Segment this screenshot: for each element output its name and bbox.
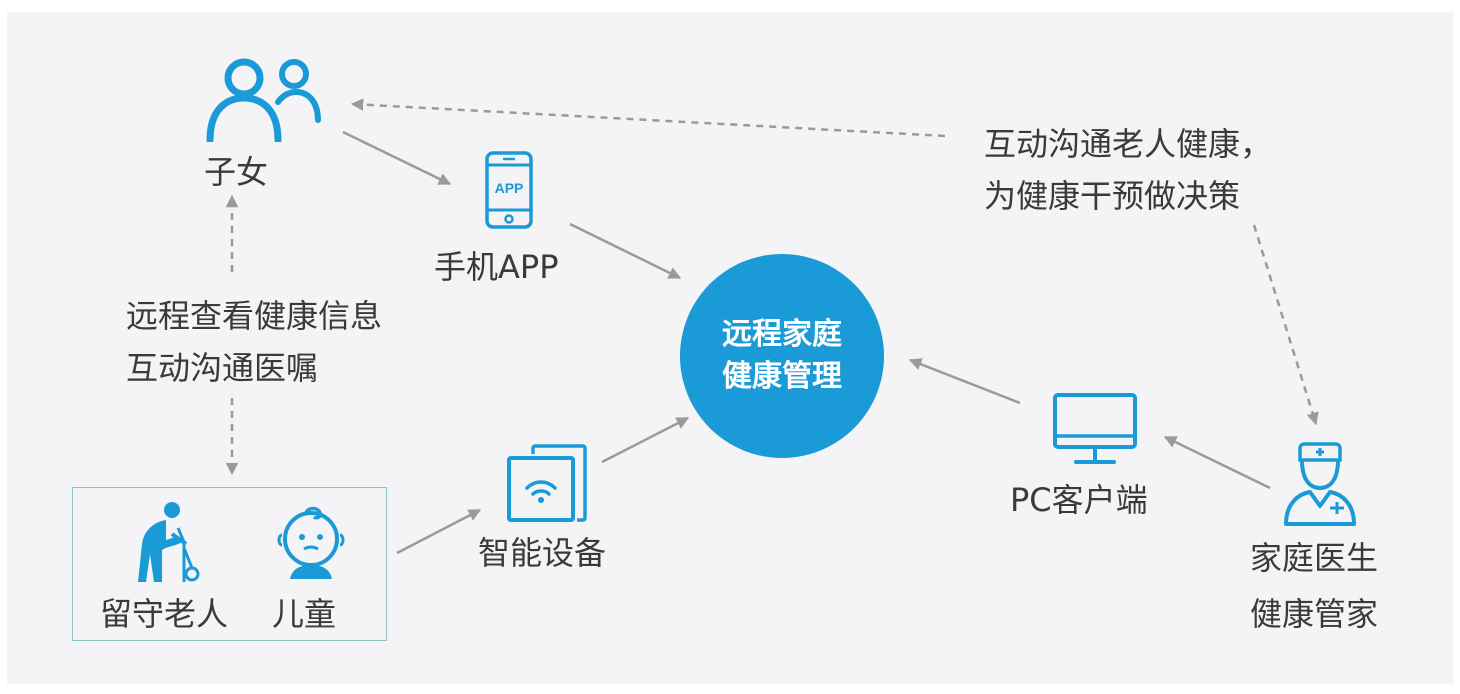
annotation-communicate-line-2: 为健康干预做决策 [984, 177, 1241, 215]
dashed-arrow-to-doctor [1252, 224, 1319, 426]
node-doctor-label-line-1: 家庭医生 [1250, 539, 1379, 577]
hub-text-line-2: 健康管理 [722, 359, 842, 394]
node-elderly-label: 留守老人 [100, 595, 229, 633]
annotation-remote-view-line-2: 互动沟通医嘱 [126, 349, 319, 387]
monitor-icon [1053, 393, 1137, 464]
child-face-icon [277, 506, 345, 579]
annotation-remote-view: 远程查看健康信息 互动沟通医嘱 [126, 290, 382, 394]
node-mobile-app-label: 手机APP [434, 248, 559, 286]
annotation-remote-view-line-1: 远程查看健康信息 [126, 297, 383, 335]
arrow-device-to-hub [601, 416, 690, 464]
arrow-children-to-app [342, 130, 452, 186]
doctor-icon [1284, 442, 1356, 526]
hub-text: 远程家庭 健康管理 [680, 314, 884, 398]
arrow-doctor-to-pc [1163, 435, 1271, 490]
node-doctor-label: 家庭医生 健康管家 [1250, 530, 1378, 642]
elderly-person-icon [138, 502, 200, 582]
smart-device-icon [507, 444, 587, 522]
node-doctor-label-line-2: 健康管家 [1250, 595, 1379, 633]
users-icon [206, 58, 321, 142]
annotation-communicate: 互动沟通老人健康， 为健康干预做决策 [984, 118, 1272, 222]
dashed-arrow-to-children [350, 98, 946, 138]
hub-text-line-1: 远程家庭 [722, 317, 842, 352]
node-children-label: 子女 [204, 153, 269, 191]
annotation-communicate-line-1: 互动沟通老人健康， [984, 125, 1273, 163]
node-pc-client-label: PC客户端 [1010, 481, 1148, 519]
arrow-app-to-hub [569, 222, 682, 280]
hub-circle: 远程家庭 健康管理 [680, 254, 884, 458]
app-badge-text: APP [495, 180, 524, 196]
arrow-pc-to-hub [908, 358, 1021, 405]
node-smart-device-label: 智能设备 [478, 534, 607, 572]
arrow-family-to-device [396, 508, 482, 555]
node-kids-label: 儿童 [272, 595, 337, 633]
family-group-box [72, 487, 387, 641]
mobile-phone-icon: APP [485, 151, 533, 229]
